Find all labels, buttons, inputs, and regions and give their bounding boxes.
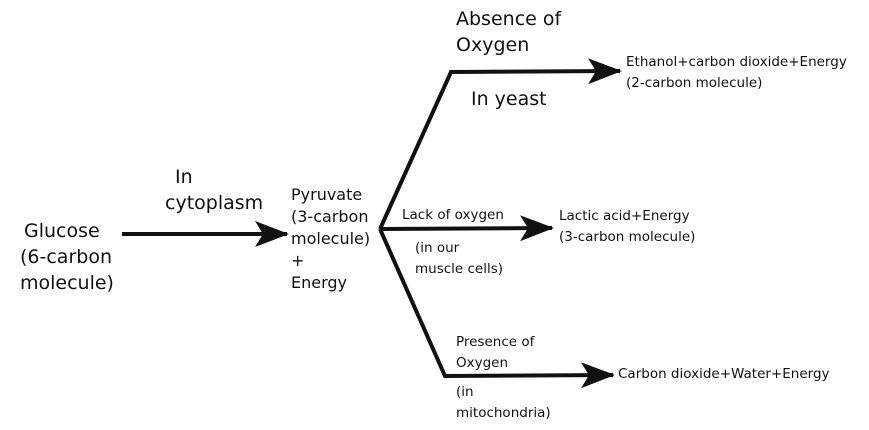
pyruvate-label: Pyruvate (3-carbon molecule) + Energy bbox=[291, 184, 370, 294]
text-line: cytoplasm bbox=[165, 192, 264, 214]
yeast-location: In yeast bbox=[471, 88, 547, 110]
text-line: Ethanol+carbon dioxide+Energy bbox=[626, 54, 847, 70]
text-line: Oxygen bbox=[456, 34, 530, 56]
muscle-location: (in our muscle cells) bbox=[415, 238, 503, 280]
mito-condition: Presence of Oxygen bbox=[456, 332, 534, 374]
mito-location: (in mitochondria) bbox=[456, 382, 551, 424]
cytoplasm-label: In cytoplasm bbox=[165, 164, 263, 216]
muscle-condition: Lack of oxygen bbox=[402, 207, 504, 223]
arrow-muscle-branch bbox=[379, 215, 554, 242]
text-line: Oxygen bbox=[456, 355, 509, 371]
text-line: + bbox=[291, 251, 305, 270]
yeast-product: Ethanol+carbon dioxide+Energy (2-carbon … bbox=[626, 52, 847, 94]
text-line: (in bbox=[456, 384, 474, 400]
text-line: Glucose bbox=[24, 220, 100, 242]
arrow-mitochondria-branch bbox=[378, 228, 615, 389]
text-line: muscle cells) bbox=[415, 261, 504, 277]
text-line: (3-carbon molecule) bbox=[559, 229, 696, 245]
mito-product: Carbon dioxide+Water+Energy bbox=[618, 366, 830, 382]
text-line: (6-carbon bbox=[20, 246, 112, 268]
text-line: (in our bbox=[415, 240, 460, 256]
text-line: Lactic acid+Energy bbox=[559, 208, 690, 224]
text-line: Presence of bbox=[456, 334, 535, 350]
text-line: mitochondria) bbox=[456, 405, 551, 421]
glucose-label: Glucose (6-carbon molecule) bbox=[20, 218, 114, 296]
text-line: Energy bbox=[291, 273, 348, 292]
text-line: In bbox=[175, 166, 193, 188]
text-line: (3-carbon bbox=[291, 207, 369, 226]
muscle-product: Lactic acid+Energy (3-carbon molecule) bbox=[559, 206, 695, 248]
text-line: Absence of bbox=[456, 8, 562, 30]
text-line: (2-carbon molecule) bbox=[626, 75, 763, 91]
text-line: molecule) bbox=[291, 229, 371, 248]
text-line: Pyruvate bbox=[291, 185, 363, 204]
yeast-condition: Absence of Oxygen bbox=[456, 6, 561, 58]
arrow-yeast-branch bbox=[378, 58, 622, 230]
text-line: molecule) bbox=[20, 272, 114, 294]
